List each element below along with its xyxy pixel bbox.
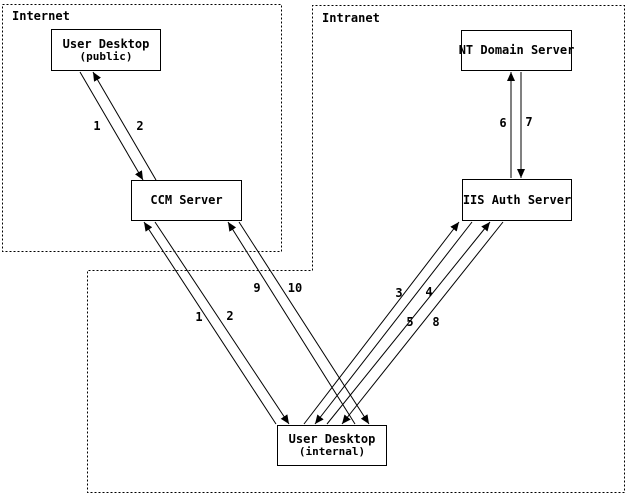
flow-line-ccm-to-internal <box>154 221 290 425</box>
node-ccm-server: CCM Server <box>131 180 242 221</box>
node-title: User Desktop <box>62 36 150 51</box>
flow-line-ccm-to-public <box>92 71 157 181</box>
flow-label-ccm-to-public: 2 <box>136 119 144 133</box>
flow-line-iis-to-internal <box>314 221 473 425</box>
node-iis-auth-server: IIS Auth Server <box>462 179 572 221</box>
intranet-zone-border <box>87 5 625 493</box>
internet-zone-label: Internet <box>12 9 70 23</box>
flow-label-iis-to-internal-2: 8 <box>432 315 440 329</box>
flow-line-ccm-to-internal-2 <box>238 221 370 425</box>
flow-line-iis-to-internal-2 <box>341 221 504 425</box>
flow-label-iis-to-internal: 4 <box>425 285 433 299</box>
flow-line-internal-to-iis-2 <box>326 221 491 425</box>
flow-label-iis-to-nt: 6 <box>499 116 507 130</box>
flow-label-public-to-ccm: 1 <box>93 119 101 133</box>
flow-line-public-to-ccm <box>79 71 144 181</box>
node-user-desktop-public: User Desktop (public) <box>51 29 161 71</box>
node-nt-domain-server: NT Domain Server <box>458 30 575 71</box>
node-subtitle: (internal) <box>298 445 366 458</box>
node-title: IIS Auth Server <box>462 192 572 207</box>
flow-label-internal-to-ccm: 1 <box>195 310 203 324</box>
flow-label-internal-to-iis: 3 <box>395 286 403 300</box>
node-title: CCM Server <box>150 193 223 207</box>
internet-zone-border <box>2 4 282 252</box>
intranet-zone-label: Intranet <box>322 11 380 25</box>
flow-label-internal-to-ccm-2: 9 <box>253 281 261 295</box>
flow-label-ccm-to-internal: 2 <box>226 309 234 323</box>
flow-label-internal-to-iis-2: 5 <box>406 315 414 329</box>
node-user-desktop-internal: User Desktop (internal) <box>277 425 387 466</box>
flow-label-ccm-to-internal-2: 10 <box>287 281 303 295</box>
flow-line-internal-to-ccm <box>143 221 277 425</box>
flow-line-internal-to-ccm-2 <box>227 221 356 425</box>
node-title: NT Domain Server <box>458 43 575 57</box>
node-subtitle: (public) <box>79 49 133 63</box>
flow-line-internal-to-iis <box>303 221 460 425</box>
node-title: User Desktop <box>288 432 376 446</box>
flow-label-nt-to-iis: 7 <box>525 115 533 129</box>
